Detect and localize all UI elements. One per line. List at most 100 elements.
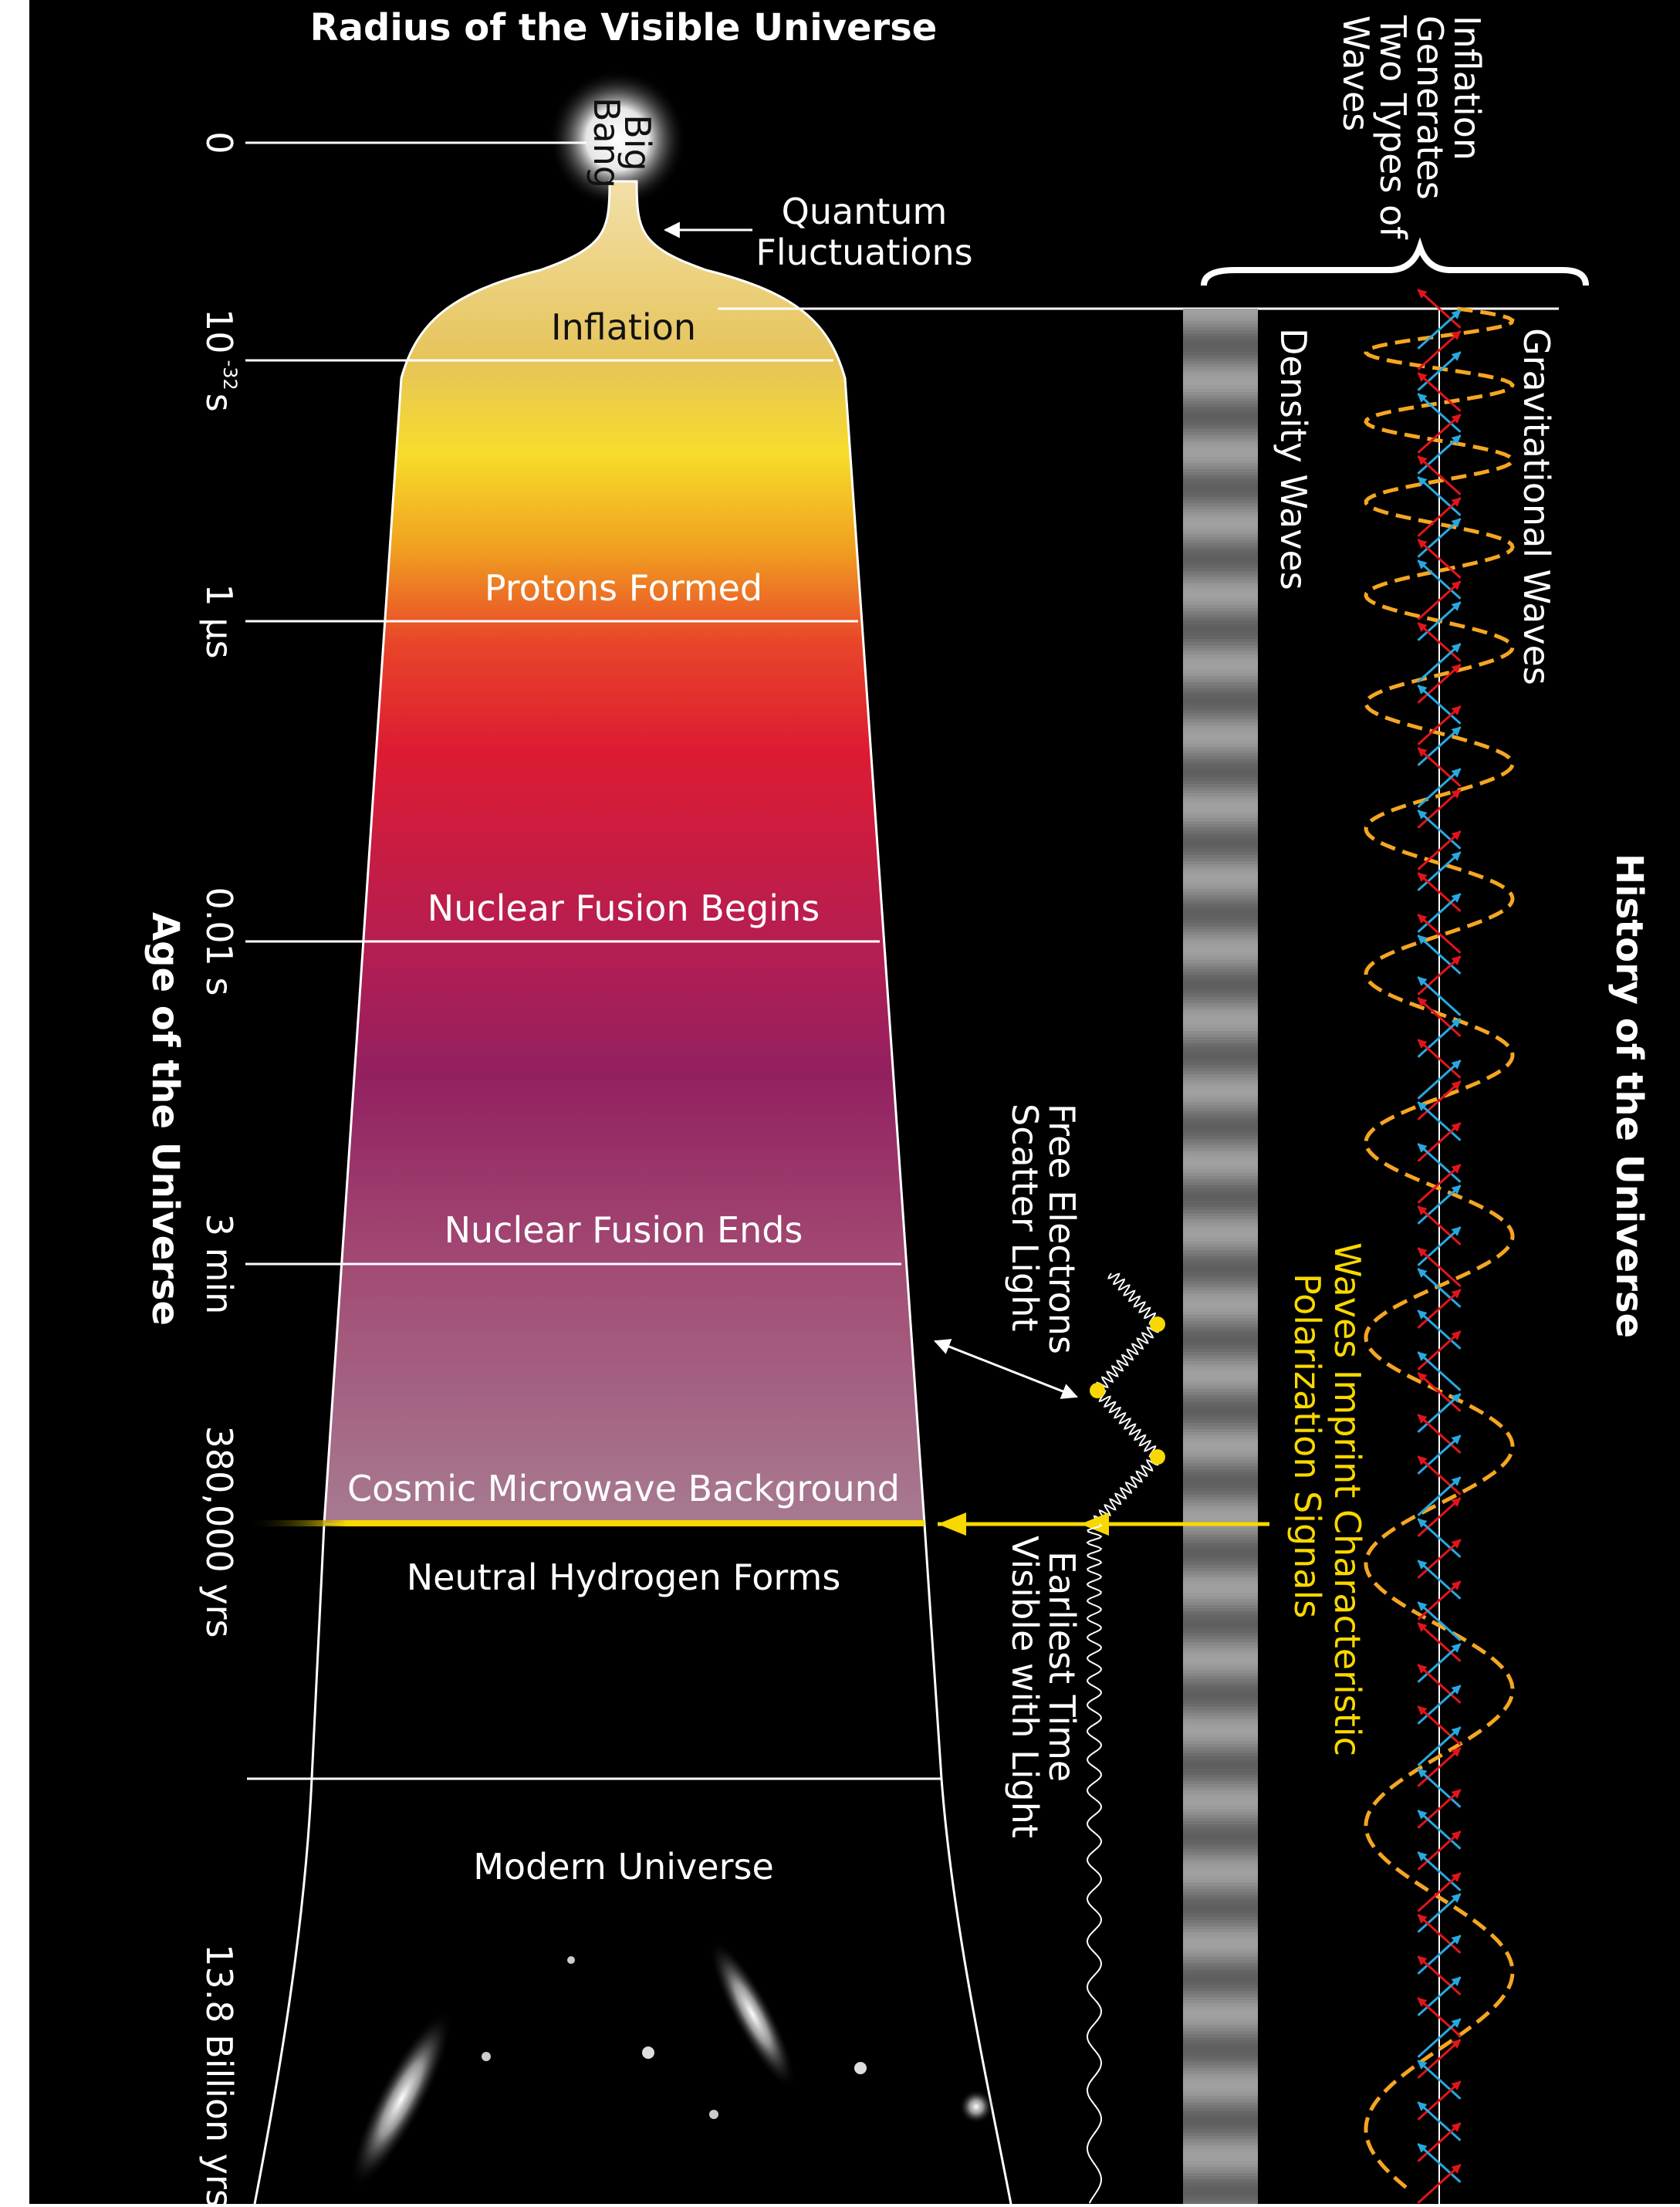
density-stripe xyxy=(1183,2133,1258,2136)
density-stripe xyxy=(1183,1781,1258,1784)
density-stripe xyxy=(1183,1670,1258,1673)
density-stripe xyxy=(1183,710,1258,713)
density-stripe xyxy=(1183,1195,1258,1198)
polarization-arrow-mark xyxy=(1417,2018,1462,2058)
density-stripe xyxy=(1183,2142,1258,2145)
density-stripe xyxy=(1183,1414,1258,1417)
tick-380000yrs: 380,000 yrs xyxy=(198,1426,240,1638)
density-stripe xyxy=(1183,707,1258,710)
density-stripe xyxy=(1183,1475,1258,1479)
density-stripe xyxy=(1183,1235,1258,1238)
polarization-arrow-mark xyxy=(1417,809,1462,850)
density-stripe xyxy=(1183,1695,1258,1698)
density-stripe xyxy=(1183,556,1258,559)
density-stripe xyxy=(1183,2040,1258,2043)
density-stripe xyxy=(1183,2176,1258,2179)
density-stripe xyxy=(1183,1692,1258,1695)
density-stripe xyxy=(1183,864,1258,867)
density-stripe xyxy=(1183,463,1258,466)
density-stripe xyxy=(1183,645,1258,648)
density-stripe xyxy=(1183,948,1258,951)
density-stripe xyxy=(1183,985,1258,988)
density-stripe xyxy=(1183,1213,1258,1216)
polarization-arrow-mark xyxy=(1417,1060,1462,1100)
density-stripe xyxy=(1183,895,1258,898)
polarization-arrow-mark xyxy=(1417,622,1462,662)
density-stripe xyxy=(1183,1358,1258,1361)
density-stripe xyxy=(1183,1117,1258,1120)
density-stripe xyxy=(1183,2111,1258,2114)
density-waves-label: Density Waves xyxy=(1273,328,1314,590)
density-stripe xyxy=(1183,1855,1258,1858)
density-stripe xyxy=(1183,1729,1258,1732)
density-stripe xyxy=(1183,1164,1258,1167)
density-stripe xyxy=(1183,1787,1258,1790)
funnel-left-edge xyxy=(253,1523,326,2205)
density-stripe xyxy=(1183,892,1258,895)
density-stripe xyxy=(1183,1046,1258,1049)
density-stripe xyxy=(1183,803,1258,806)
density-stripe xyxy=(1183,1281,1258,1284)
density-stripe xyxy=(1183,1911,1258,1914)
tick-3min: 3 min xyxy=(198,1214,240,1315)
density-stripe xyxy=(1183,2043,1258,2046)
polarization-arrow-mark xyxy=(1417,1726,1462,1766)
density-stripe xyxy=(1183,2000,1258,2003)
density-stripe xyxy=(1183,1009,1258,1012)
density-stripe xyxy=(1183,1568,1258,1571)
density-stripe xyxy=(1183,620,1258,624)
density-stripe xyxy=(1183,1253,1258,1256)
density-stripe xyxy=(1183,377,1258,380)
density-stripe xyxy=(1183,2080,1258,2084)
density-stripe xyxy=(1183,1830,1258,1834)
density-stripe xyxy=(1183,1809,1258,1812)
epoch-inflation: Inflation xyxy=(551,306,696,348)
density-stripe xyxy=(1183,2164,1258,2167)
density-stripe xyxy=(1183,1071,1258,1074)
density-stripe xyxy=(1183,2025,1258,2028)
gravitational-wave-arrows xyxy=(1417,289,1462,2204)
ig-line-1: Inflation xyxy=(1446,15,1488,161)
density-stripe xyxy=(1183,923,1258,926)
density-stripe xyxy=(1183,1491,1258,1494)
density-stripe xyxy=(1183,574,1258,577)
density-stripe xyxy=(1183,877,1258,880)
polarization-arrow-mark xyxy=(1417,1872,1462,1912)
density-stripe xyxy=(1183,522,1258,525)
star-1 xyxy=(567,1956,575,1964)
density-stripe xyxy=(1183,2037,1258,2040)
density-stripe xyxy=(1183,1074,1258,1077)
density-stripe xyxy=(1183,1651,1258,1654)
density-stripe xyxy=(1183,769,1258,772)
polarization-arrow-mark xyxy=(1417,434,1462,475)
density-stripe xyxy=(1183,1445,1258,1448)
polarization-arrow-mark xyxy=(1417,2122,1462,2162)
density-stripe xyxy=(1183,1392,1258,1395)
density-stripe xyxy=(1183,426,1258,429)
density-stripe xyxy=(1183,759,1258,762)
density-stripe xyxy=(1183,1457,1258,1460)
density-stripe xyxy=(1183,602,1258,605)
polarization-arrow-mark xyxy=(1417,997,1462,1037)
density-stripe xyxy=(1183,1105,1258,1108)
density-stripe xyxy=(1183,1673,1258,1676)
density-stripe xyxy=(1183,1994,1258,1997)
density-stripe xyxy=(1183,1022,1258,1025)
density-stripe xyxy=(1183,1642,1258,1645)
density-stripe xyxy=(1183,414,1258,417)
density-stripe xyxy=(1183,781,1258,784)
polarization-arrowhead-2 xyxy=(1080,1512,1109,1536)
density-stripe xyxy=(1183,1969,1258,1972)
density-stripe xyxy=(1183,562,1258,565)
density-stripe xyxy=(1183,1145,1258,1148)
polarization-arrow-mark xyxy=(1417,1664,1462,1704)
density-stripe xyxy=(1183,1293,1258,1296)
quantum-label-line-1: Quantum xyxy=(782,191,948,232)
density-stripe xyxy=(1183,1466,1258,1469)
polarization-arrow-mark xyxy=(1417,1039,1462,1079)
density-stripe xyxy=(1183,1241,1258,1244)
density-stripe xyxy=(1183,966,1258,969)
density-stripe xyxy=(1183,1438,1258,1441)
polarization-arrow-mark xyxy=(1417,747,1462,787)
density-stripe xyxy=(1183,1772,1258,1775)
